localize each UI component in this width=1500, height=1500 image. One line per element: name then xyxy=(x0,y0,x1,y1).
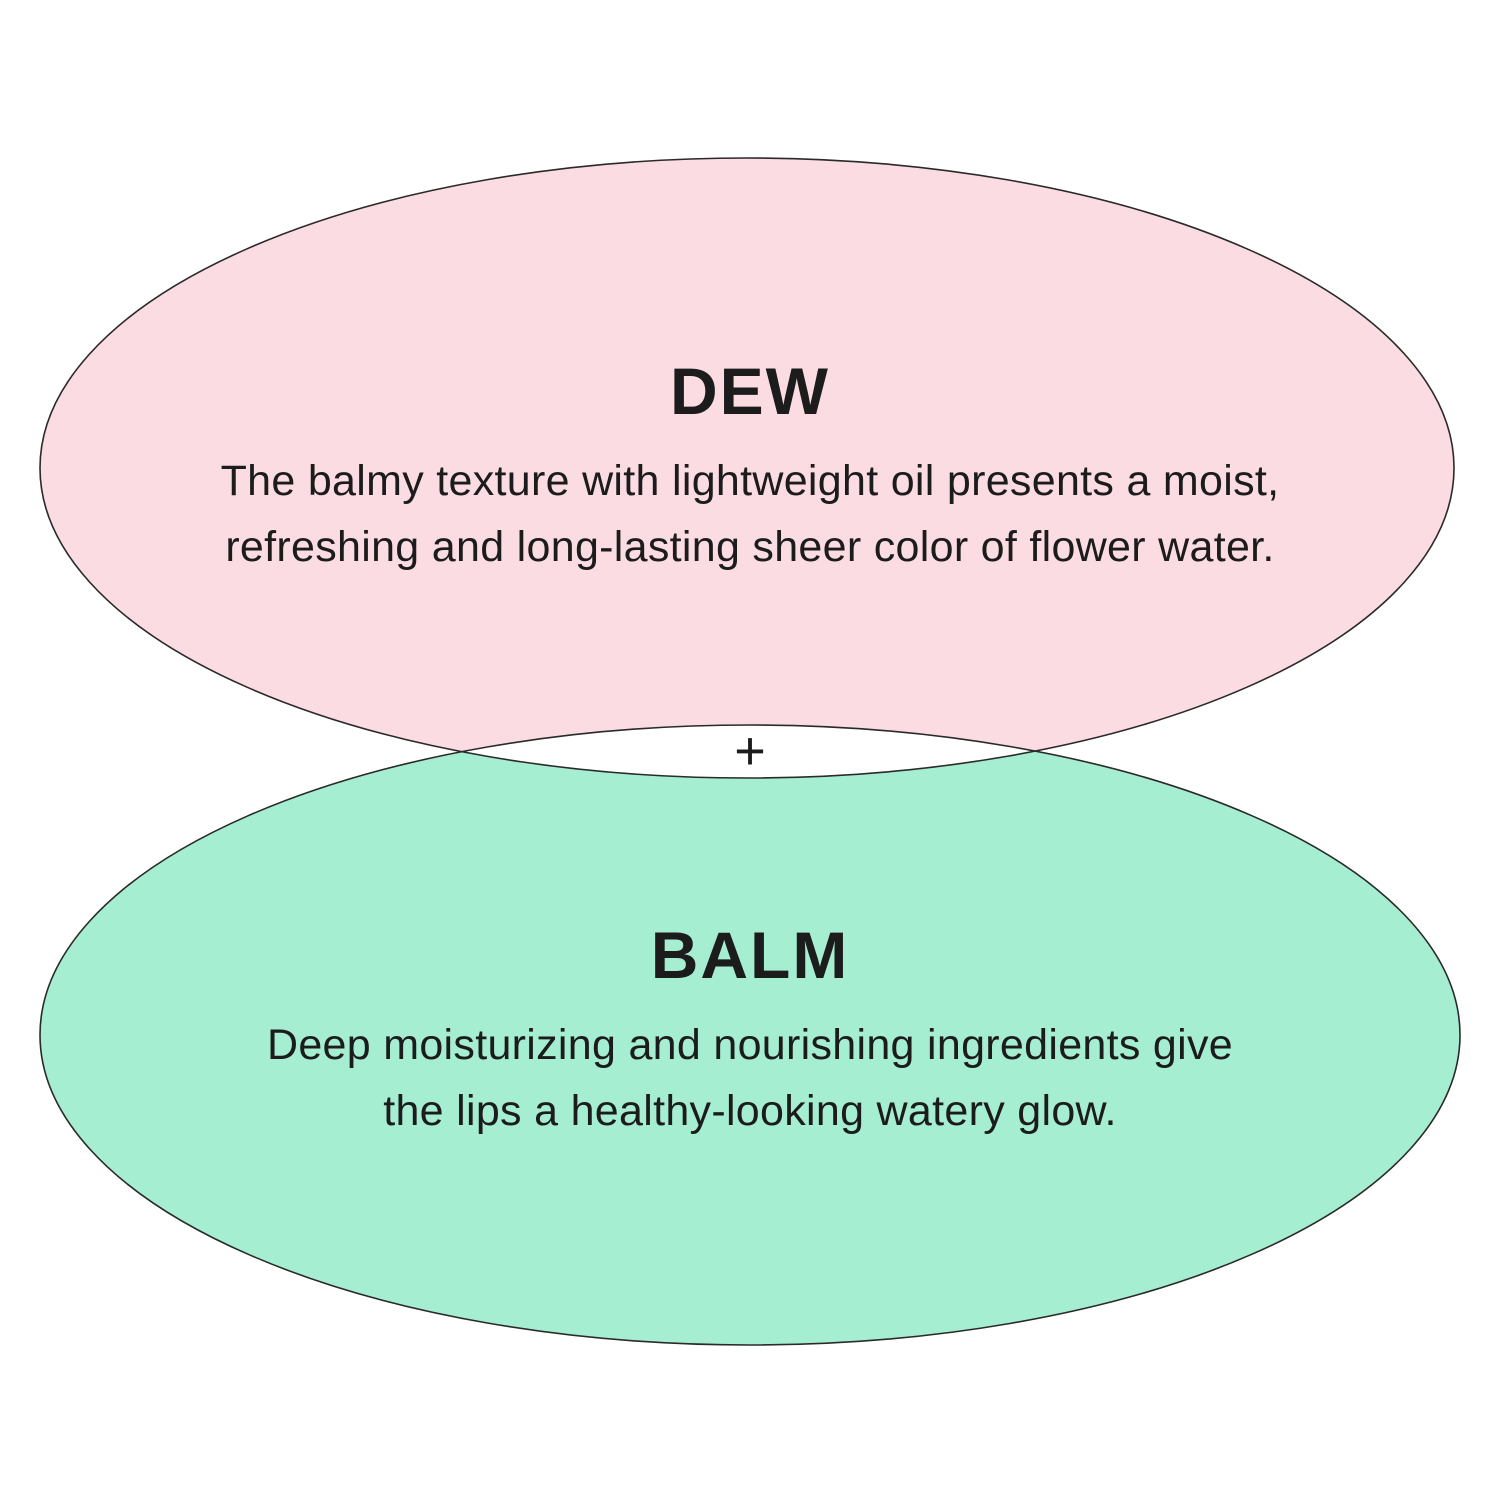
dew-description-line-1: The balmy texture with lightweight oil p… xyxy=(220,457,1280,505)
dew-title: DEW xyxy=(670,354,830,428)
dew-ellipse-outline xyxy=(39,157,1455,779)
dew-description-line-2: refreshing and long-lasting sheer color … xyxy=(225,523,1275,571)
balm-ellipse-outline xyxy=(39,724,1461,1346)
balm-title: BALM xyxy=(650,918,850,992)
balm-description-line-1: Deep moisturizing and nourishing ingredi… xyxy=(266,1021,1234,1069)
balm-description-line-2: the lips a healthy-looking watery glow. xyxy=(383,1087,1117,1135)
dew-ellipse xyxy=(40,158,1454,778)
plus-sign: + xyxy=(734,721,766,781)
balm-ellipse xyxy=(40,725,1460,1345)
